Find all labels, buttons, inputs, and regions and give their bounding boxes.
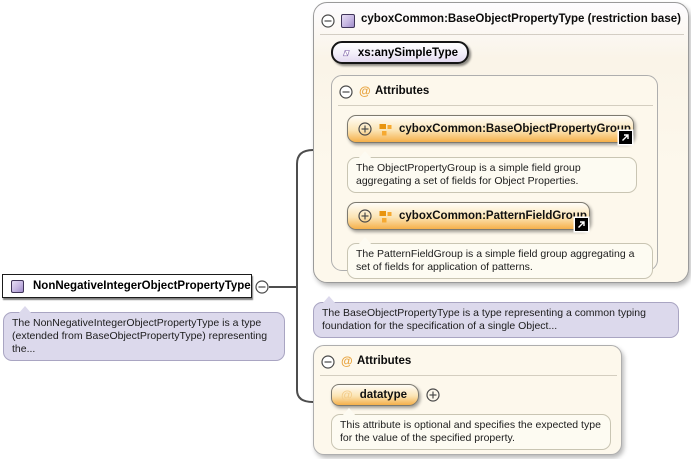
- bubble-pointer: [18, 306, 32, 314]
- attribute-group-icon: [379, 123, 392, 135]
- attributes-header: Attributes: [375, 85, 430, 97]
- base-type-panel: cyboxCommon:BaseObjectPropertyType (rest…: [313, 2, 689, 283]
- own-attributes-section: @ Attributes @ datatype This attribute i…: [313, 345, 622, 455]
- attributes-collapse-toggle[interactable]: [321, 355, 335, 369]
- divider: [320, 34, 684, 35]
- root-collapse-toggle[interactable]: [255, 280, 269, 294]
- attribute-group-node[interactable]: cyboxCommon:BaseObjectPropertyGroup: [347, 115, 634, 143]
- attribute-at-icon: @: [341, 354, 353, 368]
- annotation-text: This attribute is optional and specifies…: [340, 419, 601, 444]
- simple-type-label: xs:anySimpleType: [357, 46, 458, 59]
- bubble-pointer: [342, 408, 356, 416]
- complex-type-icon: [11, 279, 24, 293]
- root-type-annotation: The NonNegativeIntegerObjectPropertyType…: [3, 306, 285, 361]
- simple-type-node[interactable]: xs:anySimpleType: [331, 41, 469, 64]
- bubble-pointer: [358, 237, 372, 245]
- base-type-annotation: The BaseObjectPropertyType is a type rep…: [313, 296, 679, 338]
- attribute-group-annotation: The PatternFieldGroup is a simple field …: [347, 237, 653, 279]
- root-annotation-text: The NonNegativeIntegerObjectPropertyType…: [12, 317, 268, 355]
- annotation-text: The ObjectPropertyGroup is a simple fiel…: [356, 162, 581, 187]
- jump-to-definition-icon[interactable]: [619, 131, 632, 144]
- expand-toggle[interactable]: [358, 122, 372, 136]
- attribute-group-node[interactable]: cyboxCommon:PatternFieldGroup: [347, 202, 590, 230]
- attributes-header: Attributes: [357, 355, 412, 367]
- attribute-at-icon: @: [341, 388, 353, 402]
- root-type-title: NonNegativeIntegerObjectPropertyType: [33, 280, 251, 292]
- attribute-group-annotation: The ObjectPropertyGroup is a simple fiel…: [347, 151, 637, 193]
- attribute-group-icon: [379, 210, 392, 222]
- divider: [338, 105, 653, 106]
- base-attributes-section: @ Attributes cyboxCommon:BaseObjec: [331, 75, 658, 279]
- divider: [320, 375, 617, 376]
- attribute-node-datatype[interactable]: @ datatype: [331, 384, 419, 406]
- root-type-node[interactable]: NonNegativeIntegerObjectPropertyType: [2, 274, 252, 298]
- attribute-name: datatype: [359, 389, 407, 401]
- bubble-pointer: [322, 296, 336, 304]
- attribute-expand-toggle[interactable]: [426, 388, 440, 402]
- attribute-annotation: This attribute is optional and specifies…: [331, 408, 611, 450]
- base-type-title: cyboxCommon:BaseObjectPropertyType (rest…: [361, 13, 681, 25]
- attribute-at-icon: @: [359, 84, 371, 98]
- simple-type-icon: [342, 49, 350, 56]
- annotation-text: The BaseObjectPropertyType is a type rep…: [322, 307, 646, 332]
- attributes-collapse-toggle[interactable]: [339, 85, 353, 99]
- complex-type-icon: [341, 14, 355, 28]
- expand-toggle[interactable]: [358, 209, 372, 223]
- bubble-pointer: [358, 151, 372, 159]
- attribute-group-label: cyboxCommon:BaseObjectPropertyGroup: [399, 123, 631, 135]
- jump-to-definition-icon[interactable]: [575, 218, 588, 231]
- attribute-group-label: cyboxCommon:PatternFieldGroup: [399, 210, 587, 222]
- base-type-collapse-toggle[interactable]: [321, 14, 335, 28]
- annotation-text: The PatternFieldGroup is a simple field …: [356, 248, 635, 273]
